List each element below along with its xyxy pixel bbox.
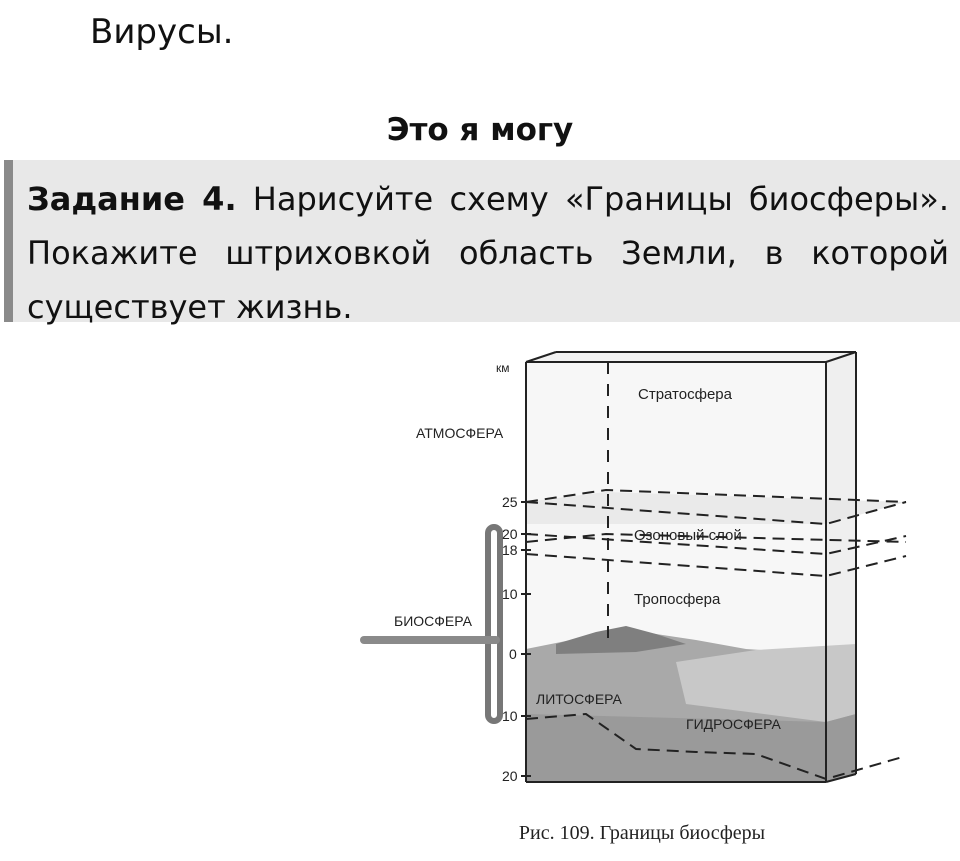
troposphere-label: Тропосфера [634, 591, 721, 608]
box-bottom-right-edge [825, 773, 857, 783]
tick-label-20-upper: 20 [502, 526, 518, 542]
boundary-20-back [525, 532, 907, 543]
biosphere-diagram-svg: км АТМОСФЕРА БИОСФЕРА Стратосфера Озонов… [360, 351, 907, 784]
lithosphere-label: ЛИТОСФЕРА [536, 691, 623, 707]
figure-caption: Рис. 109. Границы биосферы [518, 822, 766, 844]
boundary-20 [525, 533, 907, 556]
task-box: Задание 4. Нарисуйте схему «Границы биос… [4, 160, 960, 326]
previous-answer-text: Вирусы. [90, 12, 234, 52]
tick-label-10-lower: 10 [502, 708, 518, 724]
tick-label-0: 0 [509, 646, 517, 662]
hydrosphere-surface [676, 644, 856, 722]
unit-label: км [496, 361, 510, 375]
hydrosphere-label: ГИДРОСФЕРА [686, 716, 782, 732]
ozone-label: Озоновый слой [634, 527, 742, 544]
box-top-left-edge [525, 351, 557, 363]
ozone-band [526, 492, 906, 524]
boundary-25-back [525, 488, 907, 503]
biosphere-label: БИОСФЕРА [394, 613, 473, 629]
tick-label-18: 18 [502, 542, 518, 558]
deep-crust-layer [526, 714, 856, 782]
boundary-lower [525, 712, 907, 781]
layer-boundaries [525, 488, 907, 781]
boundary-18 [525, 553, 907, 578]
box-top-face [526, 352, 856, 362]
tick-label-10-upper: 10 [502, 586, 518, 602]
task-body: Нарисуйте схему «Границы биосферы». Пока… [27, 180, 949, 326]
section-title: Это я могу [386, 112, 574, 148]
tick-label-25: 25 [502, 494, 518, 510]
task-text-block: Задание 4. Нарисуйте схему «Границы биос… [27, 172, 949, 334]
box-top-right-edge [825, 351, 857, 363]
task-label: Задание 4. [27, 180, 237, 218]
mountain-relief [556, 626, 686, 654]
axis-ticks [521, 501, 531, 777]
biosphere-diagram: км АТМОСФЕРА БИОСФЕРА Стратосфера Озонов… [356, 344, 928, 861]
biosphere-bracket-mark [485, 524, 503, 724]
stratosphere-label: Стратосфера [638, 386, 733, 403]
boundary-25-front [525, 501, 907, 526]
atmosphere-label: АТМОСФЕРА [416, 425, 504, 441]
tick-label-20-lower: 20 [502, 768, 518, 784]
